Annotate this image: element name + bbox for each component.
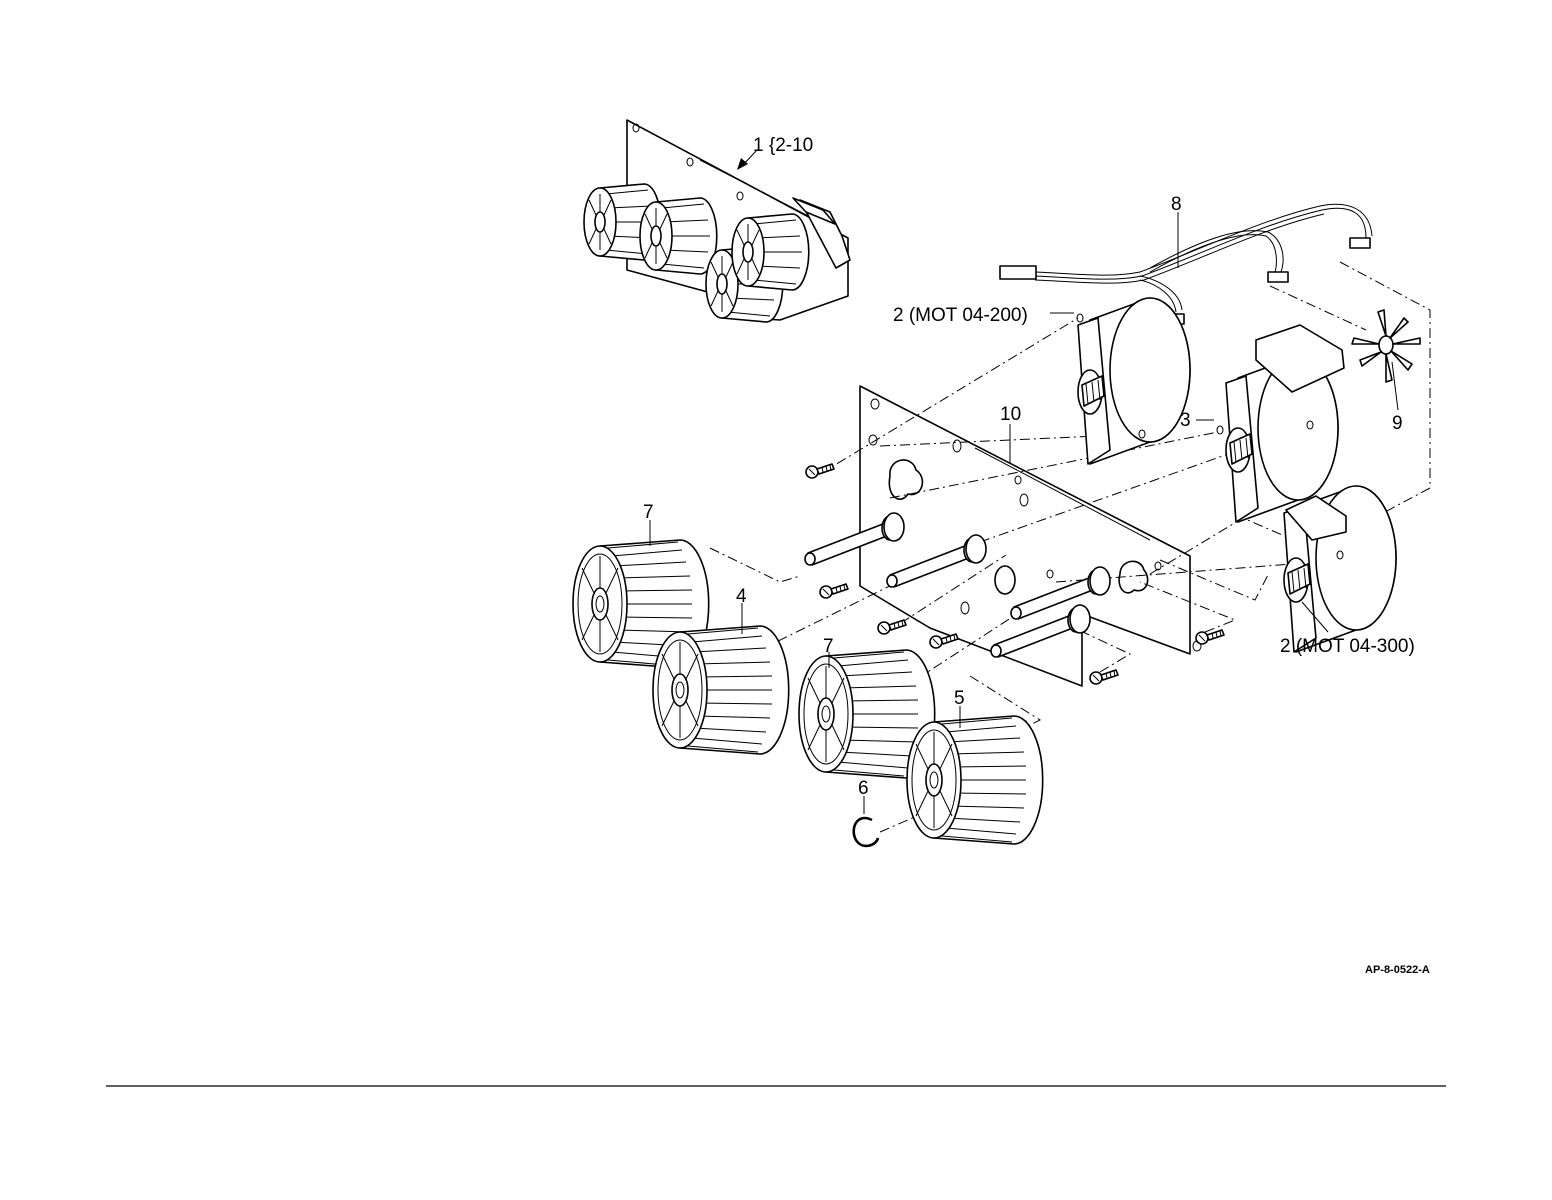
callout-7-middle: 7	[823, 636, 834, 657]
callout-9: 9	[1392, 413, 1403, 434]
callout-6: 6	[858, 778, 869, 799]
callout-10: 10	[1000, 404, 1021, 425]
motor-3	[1217, 325, 1344, 522]
gear-4	[653, 626, 789, 754]
gear-5	[907, 716, 1043, 844]
callout-4: 4	[736, 586, 747, 607]
callout-2-mot-04-200: 2 (MOT 04-200)	[893, 305, 1028, 326]
callout-5: 5	[954, 688, 965, 709]
e-clip	[854, 818, 878, 846]
callout-1: 1 {2-10	[753, 135, 813, 156]
figure-code: AP-8-0522-A	[1365, 964, 1430, 976]
callout-2-mot-04-300: 2 (MOT 04-300)	[1280, 636, 1415, 657]
callout-7-left: 7	[643, 502, 654, 523]
motor-mot-04-300	[1284, 486, 1396, 652]
callout-3: 3	[1180, 410, 1191, 431]
callout-8: 8	[1171, 194, 1182, 215]
wire-harness	[1000, 204, 1372, 324]
motor-mot-04-200	[1077, 298, 1190, 464]
fan	[1352, 310, 1420, 382]
